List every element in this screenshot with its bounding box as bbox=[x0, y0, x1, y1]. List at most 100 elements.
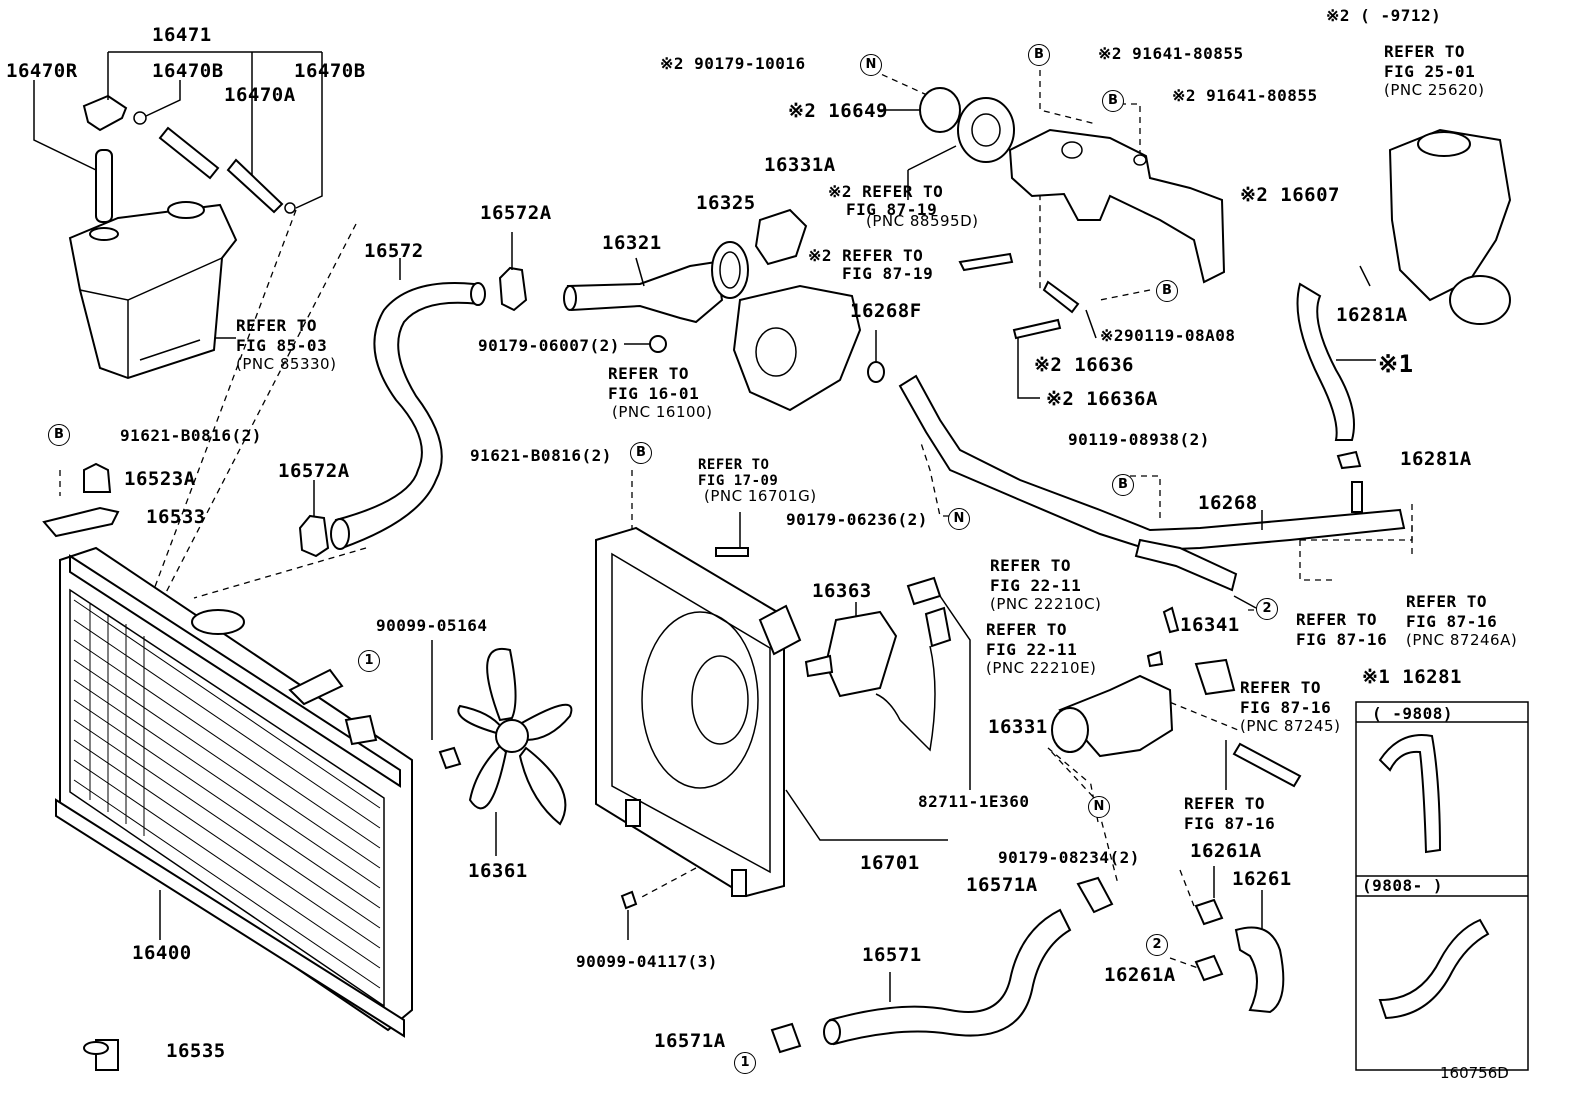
part-16400: 16400 bbox=[132, 942, 192, 964]
part-16572: 16572 bbox=[364, 240, 424, 262]
bracket-16607-drawing bbox=[958, 128, 1226, 399]
ref-16-01-l2: FIG 16-01 bbox=[608, 384, 700, 403]
marker-one-hose: 1 bbox=[734, 1052, 756, 1074]
num-90099-04117: 90099-04117(3) bbox=[576, 952, 718, 971]
part-16701: 16701 bbox=[860, 852, 920, 874]
inset-range-top: ( -9808) bbox=[1372, 704, 1454, 723]
ref-22-11a-l2: FIG 22-11 bbox=[990, 576, 1082, 595]
part-16535: 16535 bbox=[166, 1040, 226, 1062]
part-16261A-top: 16261A bbox=[1190, 840, 1262, 862]
ref-22-11b-l2: FIG 22-11 bbox=[986, 640, 1078, 659]
shroud-screw-drawings bbox=[431, 640, 638, 940]
ref-87-16c-l2: FIG 87-16 bbox=[1240, 698, 1332, 717]
part-16363: 16363 bbox=[812, 580, 872, 602]
radiator-support-parts bbox=[42, 462, 120, 1055]
part-16281A-top: 16281A bbox=[1336, 304, 1408, 326]
water-inlet-drawing bbox=[563, 208, 808, 353]
ref-16-01-l3: (PNC 16100) bbox=[612, 403, 713, 421]
num-91641-a: ※2 91641-80855 bbox=[1098, 44, 1244, 63]
part-16649: ※2 16649 bbox=[788, 100, 888, 122]
ref-87-16b-l3: (PNC 87246A) bbox=[1406, 631, 1518, 649]
marker-one-radiator: 1 bbox=[358, 650, 380, 672]
part-16636A: ※2 16636A bbox=[1046, 388, 1158, 410]
part-16572A-low: 16572A bbox=[278, 460, 350, 482]
part-16470A: 16470A bbox=[224, 84, 296, 106]
part-16470B-a: 16470B bbox=[152, 60, 224, 82]
part-16331A: 16331A bbox=[764, 154, 836, 176]
part-16572A-top: 16572A bbox=[480, 202, 552, 224]
part-16341: 16341 bbox=[1180, 614, 1240, 636]
upper-hose-drawing bbox=[330, 258, 486, 550]
marker-two-hose: 2 bbox=[1146, 934, 1168, 956]
ref-87-16d-l1: REFER TO bbox=[1184, 794, 1266, 813]
ref-87-16d-l2: FIG 87-16 bbox=[1184, 814, 1276, 833]
part-16533: 16533 bbox=[146, 506, 206, 528]
fan-shroud-drawing bbox=[595, 512, 802, 898]
part-16281: ※1 16281 bbox=[1362, 666, 1462, 688]
ref-87-16c-l1: REFER TO bbox=[1240, 678, 1322, 697]
ref-17-09-l1: REFER TO bbox=[698, 457, 770, 473]
water-pump-housing-drawing bbox=[732, 284, 885, 412]
radiator-drawing bbox=[55, 546, 413, 1071]
num-91641-b: ※2 91641-80855 bbox=[1172, 86, 1318, 105]
num-91621-mid: 91621-B0816(2) bbox=[470, 446, 612, 465]
ref-25-01-l1: REFER TO bbox=[1384, 42, 1466, 61]
egr-valve-drawing bbox=[1296, 128, 1512, 470]
marker-n-top: N bbox=[860, 54, 882, 76]
inset-range-bottom: (9808- ) bbox=[1362, 876, 1444, 895]
part-16607: ※2 16607 bbox=[1240, 184, 1340, 206]
thermostat-housing-drawing bbox=[1051, 606, 1302, 790]
ref-87-19a-l3: (PNC 88595D) bbox=[866, 212, 979, 230]
num-90179-06007: 90179-06007(2) bbox=[478, 336, 620, 355]
ref-87-16a-l1: REFER TO bbox=[1296, 610, 1378, 629]
part-16261: 16261 bbox=[1232, 868, 1292, 890]
ref-85-03-l3: (PNC 85330) bbox=[236, 355, 337, 373]
ref-16-01-l1: REFER TO bbox=[608, 364, 690, 383]
ref-87-19a-l1: ※2 REFER TO bbox=[828, 182, 944, 201]
ref-87-16b-l2: FIG 87-16 bbox=[1406, 612, 1498, 631]
header-note: ※2 ( -9712) bbox=[1326, 6, 1442, 25]
ref-87-19a-l2: FIG 87-19 bbox=[846, 200, 938, 219]
part-16571A-top: 16571A bbox=[966, 874, 1038, 896]
marker-b-fan: B bbox=[630, 442, 652, 464]
num-90119-08A08: ※290119-08A08 bbox=[1100, 326, 1236, 345]
bypass-pipe-drawing bbox=[898, 374, 1406, 609]
num-90179-10016: ※2 90179-10016 bbox=[660, 54, 806, 73]
num-82711: 82711-1E360 bbox=[918, 792, 1030, 811]
part-16470B-b: 16470B bbox=[294, 60, 366, 82]
reservoir-tank-drawing bbox=[68, 201, 238, 380]
ref-85-03-l2: FIG 85-03 bbox=[236, 336, 328, 355]
marker-b-pipe: B bbox=[1112, 474, 1134, 496]
idler-pulley-drawing bbox=[880, 87, 1015, 200]
part-16261A-bot: 16261A bbox=[1104, 964, 1176, 986]
marker-n-low: N bbox=[1088, 796, 1110, 818]
reservoir-leader-lines bbox=[33, 51, 323, 339]
part-16321: 16321 bbox=[602, 232, 662, 254]
marker-b-left: B bbox=[48, 424, 70, 446]
ref-17-09-l3: (PNC 16701G) bbox=[704, 487, 817, 505]
ref-22-11a-l1: REFER TO bbox=[990, 556, 1072, 575]
marker-b-top2: B bbox=[1102, 90, 1124, 112]
ref-87-19b-l1: ※2 REFER TO bbox=[808, 246, 924, 265]
part-16471: 16471 bbox=[152, 24, 212, 46]
num-90179-08234: 90179-08234(2) bbox=[998, 848, 1140, 867]
ref-87-19b-l2: FIG 87-19 bbox=[842, 264, 934, 283]
ref-25-01-l2: FIG 25-01 bbox=[1384, 62, 1476, 81]
hose-16261-drawing bbox=[1194, 866, 1285, 1014]
ref-25-01-l3: (PNC 25620) bbox=[1384, 81, 1485, 99]
lower-hose-drawing bbox=[770, 876, 1114, 1054]
ref-17-09-l2: FIG 17-09 bbox=[698, 473, 779, 489]
marker-two-pipe: 2 bbox=[1256, 598, 1278, 620]
marker-b-top1: B bbox=[1028, 44, 1050, 66]
part-16636: ※2 16636 bbox=[1034, 354, 1134, 376]
part-16331: 16331 bbox=[988, 716, 1048, 738]
marker-n-mid: N bbox=[948, 508, 970, 530]
part-star1: ※1 bbox=[1378, 350, 1414, 378]
ref-87-16c-l3: (PNC 87245) bbox=[1240, 717, 1341, 735]
part-16268F: 16268F bbox=[850, 300, 922, 322]
part-16470R: 16470R bbox=[6, 60, 78, 82]
ref-22-11b-l1: REFER TO bbox=[986, 620, 1068, 639]
num-91621-left: 91621-B0816(2) bbox=[120, 426, 262, 445]
fan-blade-drawing bbox=[457, 647, 573, 856]
